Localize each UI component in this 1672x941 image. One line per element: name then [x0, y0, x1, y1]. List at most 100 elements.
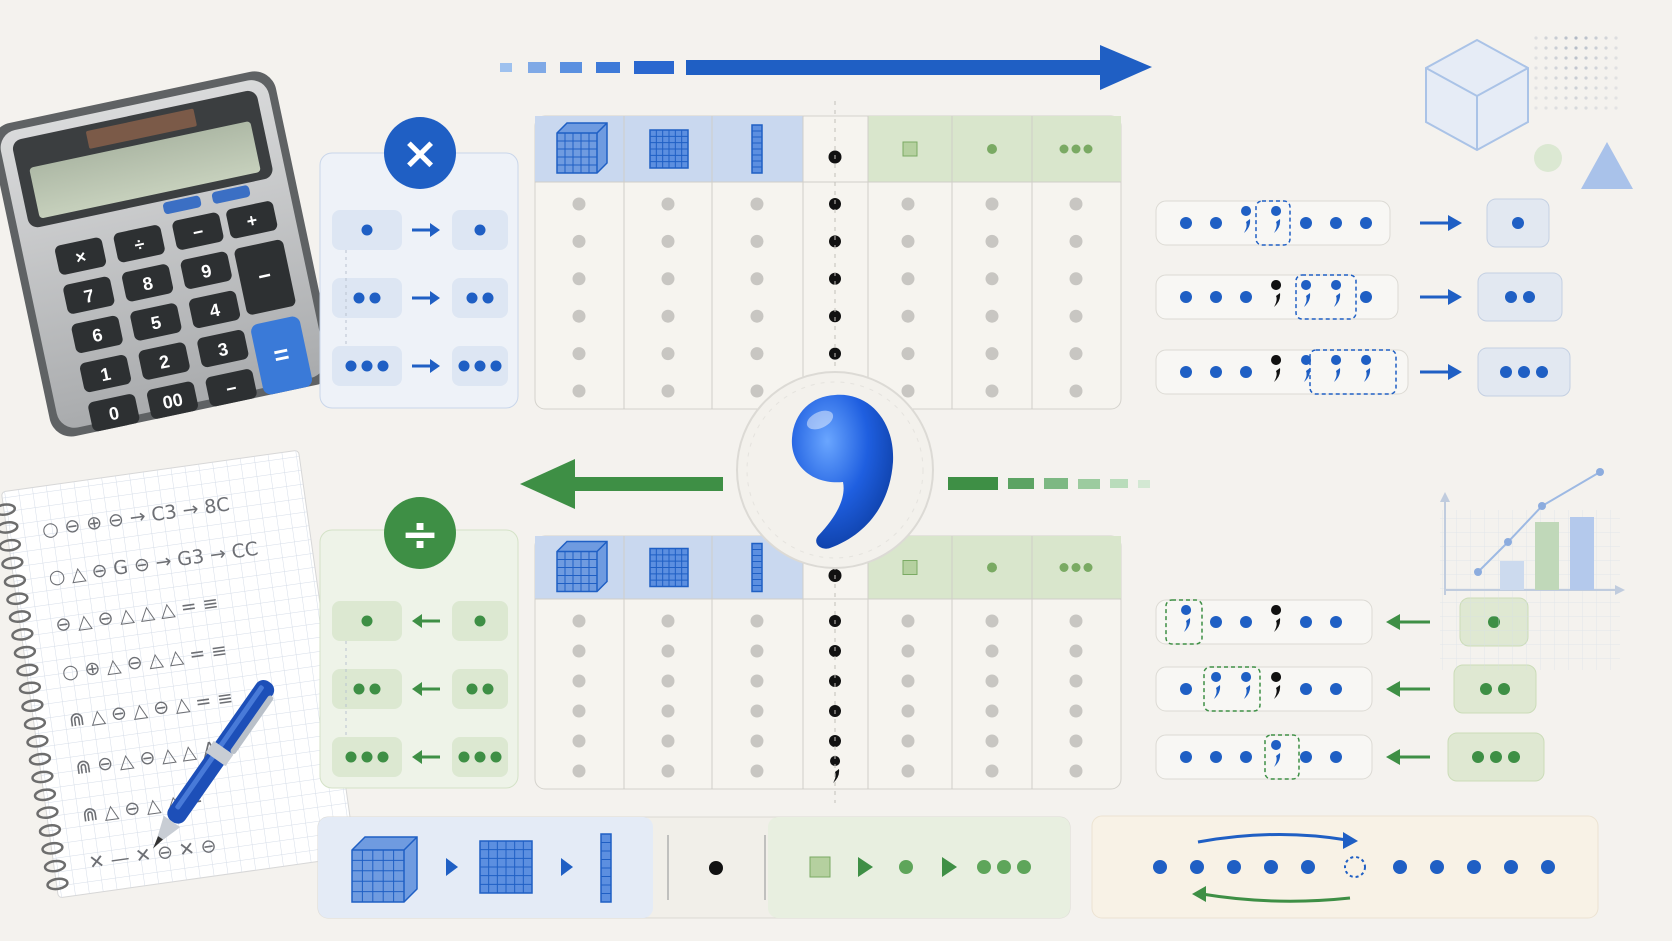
place-dot: [750, 272, 764, 286]
place-dot: [1069, 272, 1083, 286]
digit-dot: [1210, 217, 1222, 229]
arrow-right-icon: [561, 858, 573, 876]
place-dot: [901, 674, 915, 688]
digit-dot: [1180, 217, 1192, 229]
place-dot: [901, 734, 915, 748]
digit-dot: [1300, 751, 1312, 763]
place-dot: [661, 734, 675, 748]
calculator-key: [147, 381, 198, 419]
place-dot: [572, 614, 586, 628]
count-dot: [458, 360, 470, 372]
divide-panel: ÷: [319, 497, 519, 789]
comma-mark: [1271, 206, 1282, 233]
arrow-left-icon: [412, 682, 422, 696]
place-dot: [661, 347, 675, 361]
place-dot: [901, 644, 915, 658]
arrow-right-icon: [1448, 289, 1462, 305]
place-dot: [1069, 347, 1083, 361]
place-dot: [572, 234, 586, 248]
comma-mark: [1331, 280, 1342, 307]
digit-dot: [1300, 217, 1312, 229]
place-dot: [572, 197, 586, 211]
comma-mark: [1271, 672, 1282, 699]
digit-dot: [1180, 683, 1192, 695]
calculator-key-label: +: [245, 210, 259, 232]
arrow-left-icon: [1386, 749, 1400, 765]
count-dot: [369, 292, 381, 304]
comma-mark: [1271, 280, 1282, 307]
calculator-key: [189, 290, 241, 328]
digit-dot: [1467, 860, 1481, 874]
decimal-comma: [736, 371, 934, 569]
small-square-icon: [902, 141, 918, 157]
place-dot: [1069, 384, 1083, 398]
place-dot: [901, 234, 915, 248]
count-dot: [1083, 144, 1093, 154]
triangle-decoration: [1581, 142, 1633, 189]
place-dot: [985, 384, 999, 398]
digit-dot: [1180, 366, 1192, 378]
count-dot: [1071, 563, 1081, 572]
calculator-key: [113, 225, 165, 263]
place-dot: [661, 674, 675, 688]
place-value-table-bottom: [534, 521, 1122, 803]
count-dot: [1083, 563, 1093, 572]
place-dot: [985, 674, 999, 688]
left-shift-arrow: [520, 459, 1150, 509]
place-dot: [750, 704, 764, 718]
multiply-panel: ×: [319, 117, 519, 409]
count-dot: [482, 292, 494, 304]
count-dot: [474, 224, 486, 236]
right-examples-multiply: [1155, 198, 1571, 397]
place-dot: [661, 272, 675, 286]
place-dot: [661, 764, 675, 778]
count-dot: [1536, 366, 1548, 378]
triple-dot-icon: [1059, 563, 1093, 572]
place-dot: [572, 644, 586, 658]
place-dot: [1069, 734, 1083, 748]
digit-dot: [1360, 291, 1372, 303]
calculator-key-label: −: [191, 221, 205, 243]
cube-outline-icon: [1425, 38, 1529, 152]
place-dot: [572, 674, 586, 688]
place-dot: [1069, 614, 1083, 628]
digit-dot: [1330, 751, 1342, 763]
digit-dot: [1240, 751, 1252, 763]
place-dot: [750, 674, 764, 688]
example-row: [1155, 732, 1545, 782]
calculator-key-label: −: [224, 378, 238, 400]
count-dot: [361, 360, 373, 372]
place-dot: [1069, 674, 1083, 688]
notebook: ○ ⊖ ⊕ ⊖ → C3 → 8C○ △ ⊖ G ⊖ → G3 → CC⊖ △ …: [0, 450, 356, 898]
shift-summary-panel: [1091, 815, 1599, 919]
place-dot: [901, 309, 915, 323]
digit-dot: [1227, 860, 1241, 874]
arrow-left-icon: [1386, 614, 1400, 630]
count-dot: [482, 683, 494, 695]
comma-mark: [1331, 355, 1342, 382]
count-dot: [1512, 217, 1524, 229]
place-dot: [750, 614, 764, 628]
comma-mark: [830, 756, 841, 783]
arrow-right-icon: [1448, 364, 1462, 380]
arrow-right-icon: [430, 223, 440, 237]
count-dot: [458, 751, 470, 763]
highlight-box: [1255, 200, 1291, 246]
count-dot: [361, 224, 373, 236]
place-dot: [750, 234, 764, 248]
comma-mark: [1271, 605, 1282, 632]
calculator-key-label: 4: [208, 300, 222, 322]
digit-dot: [1180, 751, 1192, 763]
arrow-left-icon: [1386, 681, 1400, 697]
digit-dot: [1430, 860, 1444, 874]
small-dot-icon: [899, 860, 913, 874]
place-dot: [572, 309, 586, 323]
count-dot: [1500, 366, 1512, 378]
calculator-key-label: 0: [107, 403, 121, 425]
calculator-key: [63, 276, 115, 314]
shift-left-arrow: [1201, 892, 1351, 903]
place-dot: [1069, 764, 1083, 778]
place-dot: [985, 347, 999, 361]
